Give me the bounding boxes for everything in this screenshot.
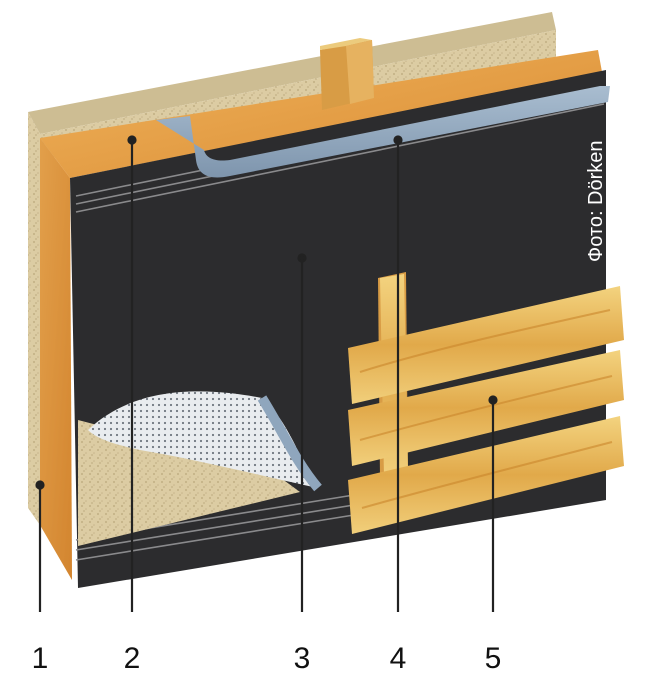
callout-number-4: 4 xyxy=(390,642,407,675)
cladding-board-1 xyxy=(348,286,624,404)
callout-number-5: 5 xyxy=(485,642,502,675)
cladding-board-2 xyxy=(348,350,624,466)
leader-2 xyxy=(127,135,137,612)
sealing-tape xyxy=(156,86,610,178)
leader-3 xyxy=(297,253,307,612)
leader-4 xyxy=(393,135,403,612)
callout-number-3: 3 xyxy=(294,642,311,675)
cladding-board-3 xyxy=(348,416,624,534)
leader-1 xyxy=(35,480,45,612)
leader-5 xyxy=(488,395,498,612)
callout-number-1: 1 xyxy=(32,642,49,675)
battens-and-boards xyxy=(348,272,624,534)
top-timber-stud xyxy=(320,38,374,110)
photo-credit: Фото: Dörken xyxy=(585,140,607,262)
callout-number-2: 2 xyxy=(124,642,141,675)
callout-leaders xyxy=(35,135,498,612)
insulation-layer xyxy=(40,50,602,580)
callout-numbers: 1 2 3 4 5 xyxy=(32,642,502,675)
